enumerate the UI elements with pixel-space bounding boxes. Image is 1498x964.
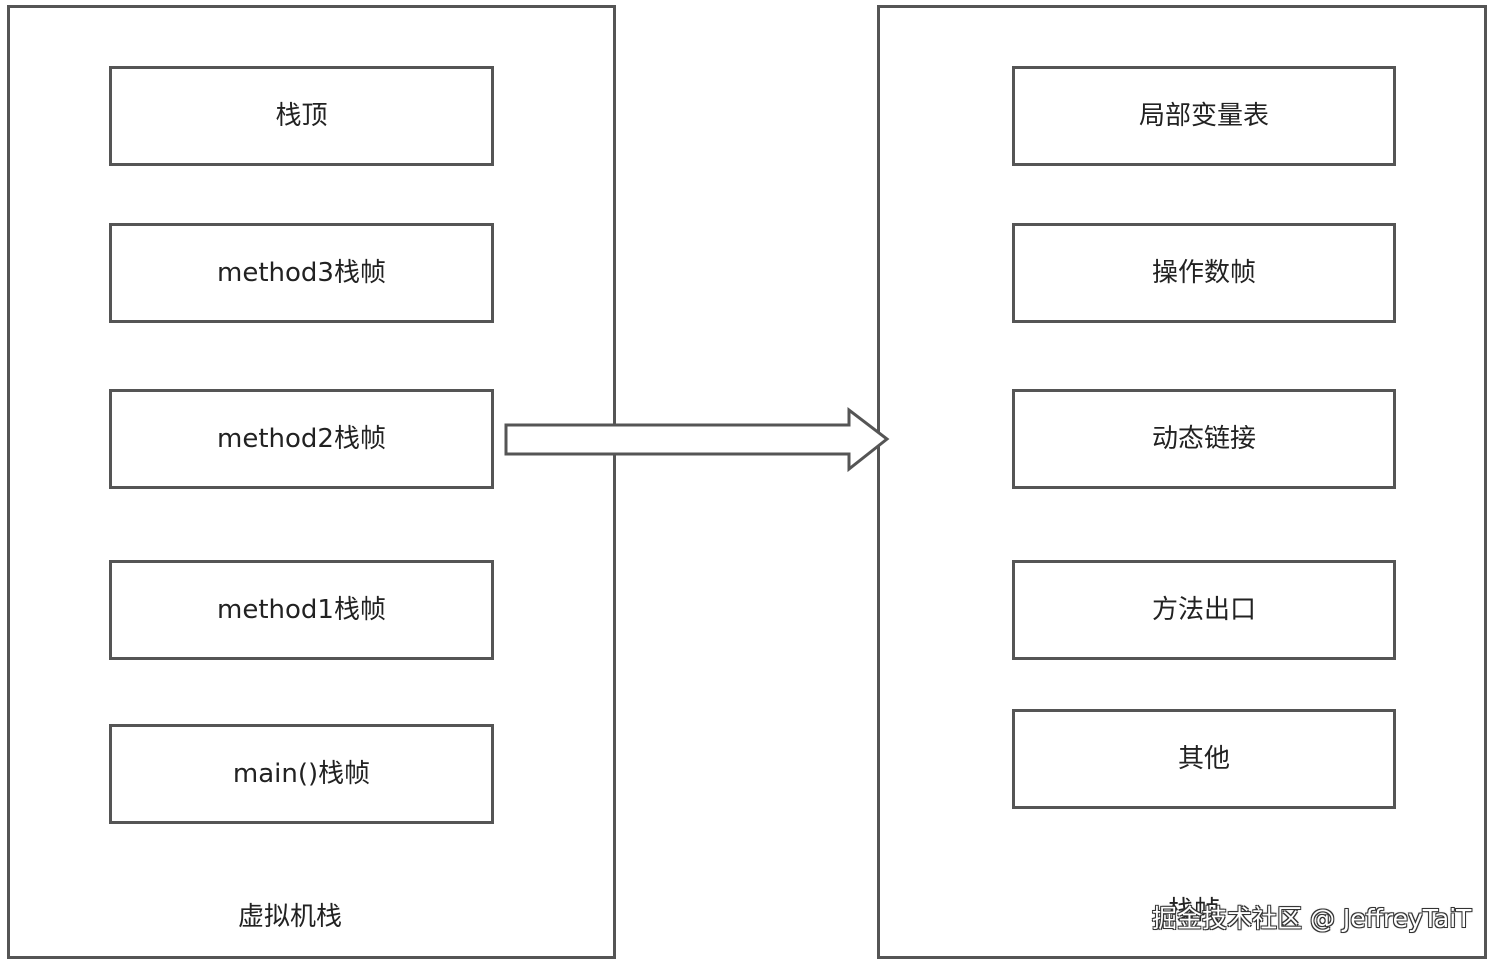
stack-frame-caption: 栈帧: [1167, 896, 1220, 926]
method-exit-box: 方法出口: [1012, 560, 1396, 660]
dynamic-linking-box: 动态链接: [1012, 389, 1396, 489]
operand-stack-box: 操作数帧: [1012, 223, 1396, 323]
operand-stack-label: 操作数帧: [1151, 258, 1256, 288]
local-variable-table-label: 局部变量表: [1138, 101, 1269, 131]
dynamic-linking-label: 动态链接: [1151, 424, 1256, 454]
main-frame-box: main()栈帧: [109, 724, 494, 824]
stack-top-label: 栈顶: [275, 101, 328, 131]
expand-arrow-icon: [504, 406, 890, 473]
stack-top-box: 栈顶: [109, 66, 494, 166]
local-variable-table-box: 局部变量表: [1012, 66, 1396, 166]
method2-frame-box: method2栈帧: [109, 389, 494, 489]
method3-frame-label: method3栈帧: [217, 258, 386, 288]
main-frame-label: main()栈帧: [232, 759, 371, 789]
method3-frame-box: method3栈帧: [109, 223, 494, 323]
method1-frame-box: method1栈帧: [109, 560, 494, 660]
vm-stack-caption: 虚拟机栈: [237, 902, 342, 932]
watermark-text: 掘金技术社区 @ JeffreyTaiT: [1152, 904, 1472, 933]
other-box: 其他: [1012, 709, 1396, 809]
method1-frame-label: method1栈帧: [217, 595, 386, 625]
method-exit-label: 方法出口: [1151, 595, 1256, 625]
expand-arrow-shape: [504, 406, 890, 473]
other-label: 其他: [1177, 744, 1230, 774]
method2-frame-label: method2栈帧: [217, 424, 386, 454]
